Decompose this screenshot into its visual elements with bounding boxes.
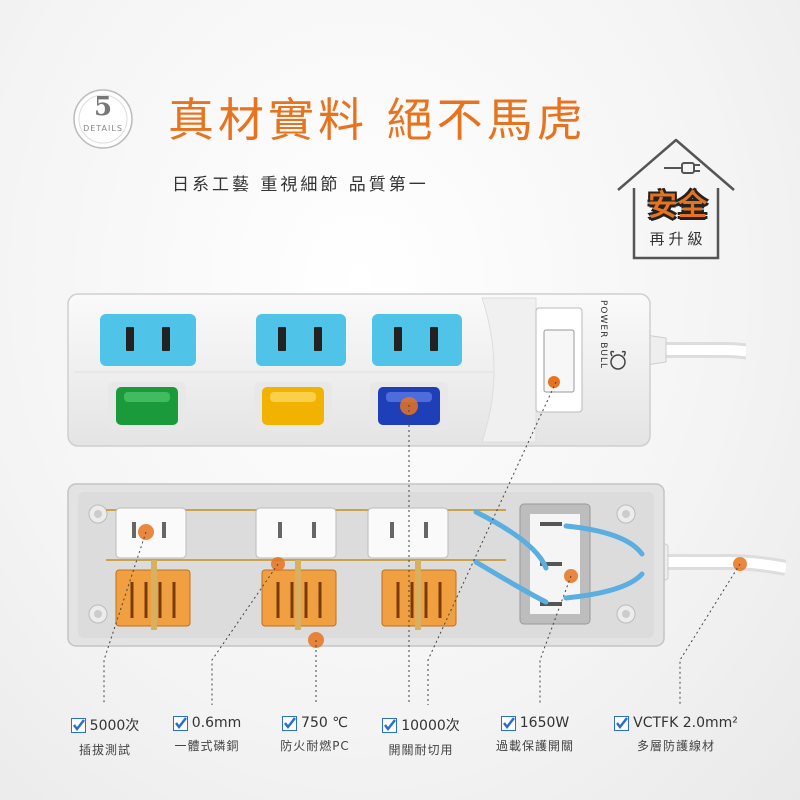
feature-item-cable: VCTFK 2.0mm² 多層防護線材	[596, 715, 756, 754]
check-icon	[614, 715, 630, 731]
check-icon	[282, 715, 298, 731]
feature-label: 一體式磷銅	[174, 739, 240, 753]
feature-item-phosphor-copper: 0.6mm 一體式磷銅	[152, 715, 262, 754]
page-title: 真材實料 絕不馬虎	[168, 93, 587, 147]
feature-value: 750 ℃	[301, 715, 348, 731]
feature-item-plug-test: 5000次 插拔測試	[50, 715, 160, 758]
feature-item-overload: 1650W 過載保護開關	[480, 715, 590, 754]
outlet-3	[372, 314, 462, 366]
check-icon	[500, 715, 516, 731]
outlet-1	[100, 314, 196, 366]
safety-house-icon	[617, 138, 735, 260]
brand-label: POWER BULL	[598, 300, 608, 370]
details-badge	[73, 89, 133, 149]
page-subtitle: 日系工藝 重視細節 品質第一	[172, 175, 429, 195]
outlet-2	[256, 314, 346, 366]
safety-main-text: 安全	[647, 188, 708, 222]
feature-label: 插拔測試	[78, 743, 131, 757]
badge-number: 5	[93, 92, 113, 122]
feature-label: 過載保護開關	[495, 739, 574, 753]
feature-value: 1650W	[519, 715, 570, 731]
power-strip-internal	[67, 483, 786, 648]
feature-value: VCTFK 2.0mm²	[633, 715, 738, 731]
check-icon	[70, 717, 86, 733]
feature-item-fireproof: 750 ℃ 防火耐燃PC	[260, 715, 370, 754]
power-strip-top	[67, 293, 746, 447]
check-icon	[172, 715, 188, 731]
badge-text: DETAILS	[83, 124, 123, 133]
feature-value: 10000次	[401, 718, 460, 734]
feature-label: 多層防護線材	[636, 739, 715, 753]
feature-item-switch-life: 10000次 開關耐切用	[366, 715, 476, 758]
feature-label: 開關耐切用	[388, 743, 454, 757]
feature-value: 0.6mm	[191, 715, 242, 731]
safety-sub-text: 再升級	[649, 230, 707, 248]
feature-value: 5000次	[89, 718, 140, 734]
feature-label: 防火耐燃PC	[280, 739, 350, 753]
check-icon	[382, 717, 398, 733]
